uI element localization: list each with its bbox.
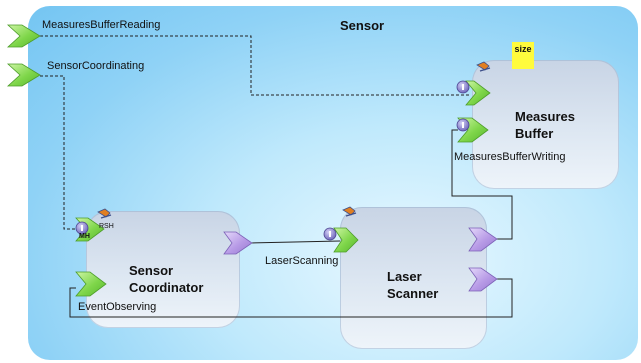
sensor-coordinator-port-laser-scanning-required[interactable] (223, 231, 253, 255)
badge-mh: MH (79, 233, 90, 240)
size-tag[interactable]: size (512, 42, 534, 69)
laser-scanner-title-line1: Laser (387, 269, 422, 284)
laser-scanner-component[interactable] (340, 207, 487, 349)
delegation-connector-measures-buffer-reading[interactable] (40, 35, 470, 96)
laser-scanner-port-laser-scanning[interactable] (333, 227, 359, 253)
measures-buffer-title: Measures Buffer (515, 108, 575, 142)
sensor-coordinator-title-line1: Sensor (129, 263, 174, 278)
label-laser-scanning: LaserScanning (265, 255, 339, 267)
outer-port-measures-buffer-reading[interactable] (6, 24, 41, 48)
info-icon[interactable] (75, 221, 89, 235)
laser-scanner-port-measures-required[interactable] (468, 227, 498, 252)
sensor-coordinator-component[interactable] (86, 211, 240, 328)
info-icon[interactable] (323, 227, 337, 241)
badge-rsh: RSH (99, 223, 114, 230)
wrench-icon[interactable] (342, 206, 357, 217)
delegation-connector-sensor-coordinating[interactable] (40, 75, 77, 230)
connector-event-observing[interactable] (69, 278, 513, 318)
connector-laser-scanning[interactable] (249, 240, 341, 244)
laser-scanner-port-events-required[interactable] (468, 267, 498, 292)
wrench-icon[interactable] (97, 208, 112, 219)
outer-port-sensor-coordinating[interactable] (6, 63, 41, 87)
sensor-coordinator-title: Sensor Coordinator (129, 262, 203, 296)
laser-scanner-title-line2: Scanner (387, 286, 439, 301)
sensor-coordinator-title-line2: Coordinator (129, 280, 204, 295)
info-icon[interactable] (456, 118, 470, 132)
measures-buffer-title-line2: Buffer (515, 126, 554, 141)
connector-measures-buffer-writing[interactable] (451, 129, 513, 240)
sensor-container-title: Sensor (340, 18, 385, 33)
label-measures-buffer-writing: MeasuresBufferWriting (454, 151, 566, 163)
label-measures-buffer-reading: MeasuresBufferReading (42, 19, 161, 31)
measures-buffer-port-reading[interactable] (465, 80, 491, 106)
label-event-observing: EventObserving (78, 301, 157, 313)
laser-scanner-title: Laser Scanner (387, 268, 438, 302)
sensor-coordinator-port-event-observing[interactable] (75, 271, 107, 297)
measures-buffer-component[interactable] (472, 60, 619, 189)
wrench-icon[interactable] (476, 61, 491, 72)
label-sensor-coordinating: SensorCoordinating (47, 60, 145, 72)
info-icon[interactable] (456, 80, 470, 94)
measures-buffer-title-line1: Measures (515, 109, 575, 124)
